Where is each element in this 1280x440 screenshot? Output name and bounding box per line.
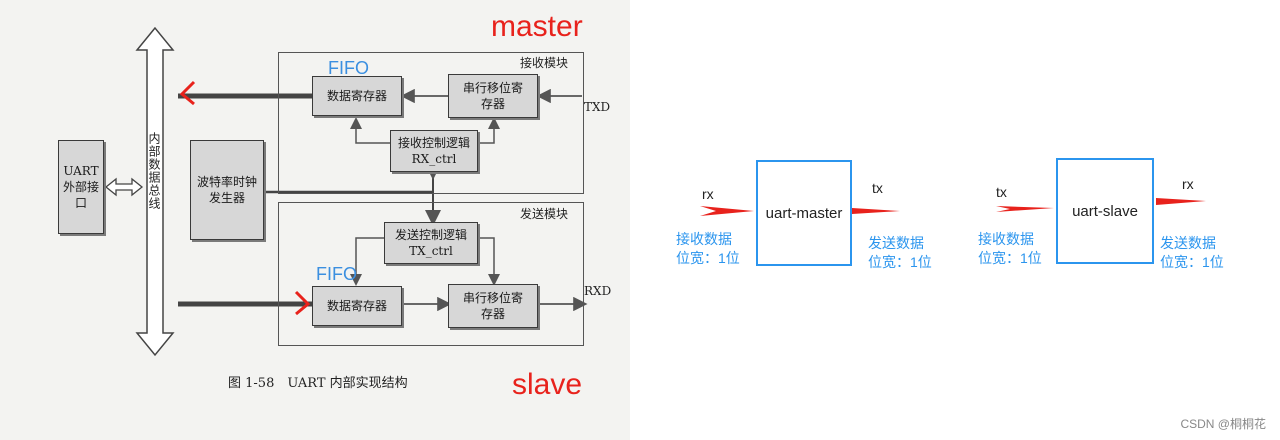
master-output-label: tx [872,180,883,196]
master-output-desc-line2: 位宽：1位 [868,254,932,270]
master-output-arrow [852,208,900,214]
master-annotation: master [491,10,583,43]
tx-data-register: 数据寄存器 [312,286,402,326]
slave-output-label: rx [1182,176,1194,192]
tx-ctrl-code: TX_ctrl [409,244,453,258]
tx-ctrl-text: 发送控制逻辑 [394,228,467,242]
slave-annotation: slave [512,368,583,401]
slave-output-arrow [1156,198,1206,205]
master-input-desc-line2: 位宽：1位 [676,250,740,266]
red-chevron-top [179,80,196,106]
slave-input-arrow [996,206,1054,212]
receive-module-frame [278,52,584,194]
rxd-label: RXD [584,284,612,298]
rx-shift-register: 串行移位寄存器 [448,74,538,118]
rx-ctrl-text: 接收控制逻辑 [397,136,470,150]
tx-control-logic: 发送控制逻辑 TX_ctrl [384,222,478,264]
slave-input-desc: 接收数据 位宽：1位 [978,230,1042,268]
fifo-label-bottom: FIFO [316,264,357,284]
slave-output-desc: 发送数据 位宽：1位 [1160,234,1224,272]
internal-bus-arrow [135,26,175,357]
receive-module-title: 接收模块 [520,56,569,70]
master-input-label: rx [702,186,714,202]
tx-shift-register: 串行移位寄存器 [448,284,538,328]
master-input-arrow [700,206,754,216]
slave-output-desc-line2: 位宽：1位 [1160,254,1224,270]
rx-control-logic: 接收控制逻辑 RX_ctrl [390,130,478,172]
txd-label: TXD [584,100,611,114]
internal-bus-label: 内部数据总线 [147,132,161,210]
rx-ctrl-code: RX_ctrl [411,152,457,166]
figure-caption: 图 1-58 UART 内部实现结构 [228,376,408,391]
txctrl-to-shift [478,237,500,286]
uart-port-block: UART外部接口 [58,140,104,234]
txctrl-to-datareg [350,237,384,286]
uart-slave-box: uart-slave [1056,158,1154,264]
fifo-label-top: FIFO [328,58,369,78]
uart-master-box: uart-master [756,160,852,266]
csdn-watermark: CSDN @桐桐花 [1180,417,1266,431]
uart-structure-figure [0,0,630,440]
slave-input-desc-line2: 位宽：1位 [978,250,1042,266]
master-output-desc-line1: 发送数据 [868,235,924,251]
rxctrl-to-shift [478,117,500,144]
rx-data-register: 数据寄存器 [312,76,402,116]
slave-input-desc-line1: 接收数据 [978,231,1034,247]
master-input-desc-line1: 接收数据 [676,231,732,247]
red-chevron-bottom [294,290,311,316]
rxctrl-to-datareg [350,117,390,144]
slave-input-label: tx [996,184,1007,200]
baud-generator-block: 波特率时钟发生器 [190,140,264,240]
send-module-title: 发送模块 [520,207,569,221]
slave-output-desc-line1: 发送数据 [1160,235,1216,251]
send-module-frame [278,202,584,346]
master-input-desc: 接收数据 位宽：1位 [676,230,740,268]
master-output-desc: 发送数据 位宽：1位 [868,234,932,272]
port-double-arrow [104,177,144,197]
